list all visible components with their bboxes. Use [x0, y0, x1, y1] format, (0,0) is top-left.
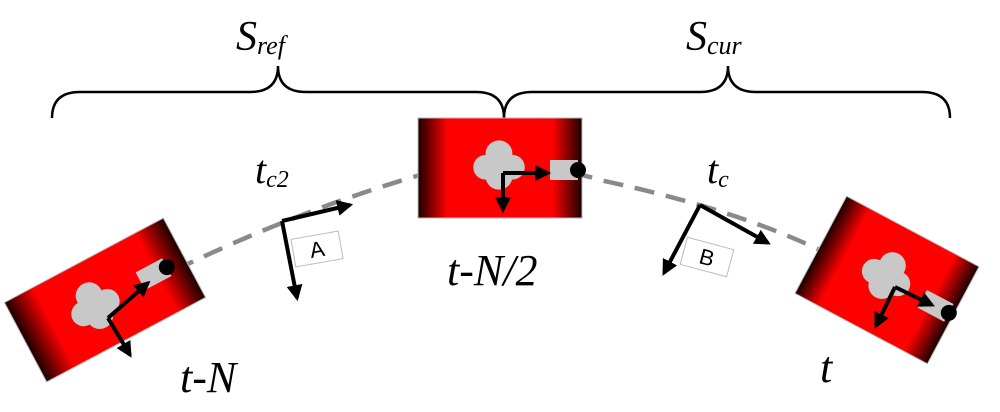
- svg-text:A: A: [308, 236, 327, 263]
- pose-left-label: t-N: [180, 353, 239, 402]
- axes-left: [106, 280, 151, 358]
- tc2-label: tc2: [255, 147, 289, 193]
- vehicle-middle: [417, 117, 586, 219]
- brace-cur-label: Scur: [686, 14, 743, 60]
- pose-middle-label: t-N/2: [447, 246, 537, 295]
- brace-cur: [502, 65, 952, 119]
- axes-right: [874, 285, 935, 329]
- axes-b: [662, 203, 771, 276]
- pose-right-label: t: [820, 343, 834, 392]
- axes-middle: [495, 165, 552, 214]
- box-a: A: [290, 230, 344, 268]
- axes-a: [280, 200, 354, 302]
- brace-ref: [50, 65, 506, 119]
- vehicle-right: [794, 195, 980, 365]
- box-b: B: [679, 236, 735, 278]
- svg-text:B: B: [697, 244, 718, 272]
- vehicle-left: [3, 217, 207, 383]
- tc-label: tc: [707, 147, 729, 193]
- brace-ref-label: Sref: [236, 14, 289, 60]
